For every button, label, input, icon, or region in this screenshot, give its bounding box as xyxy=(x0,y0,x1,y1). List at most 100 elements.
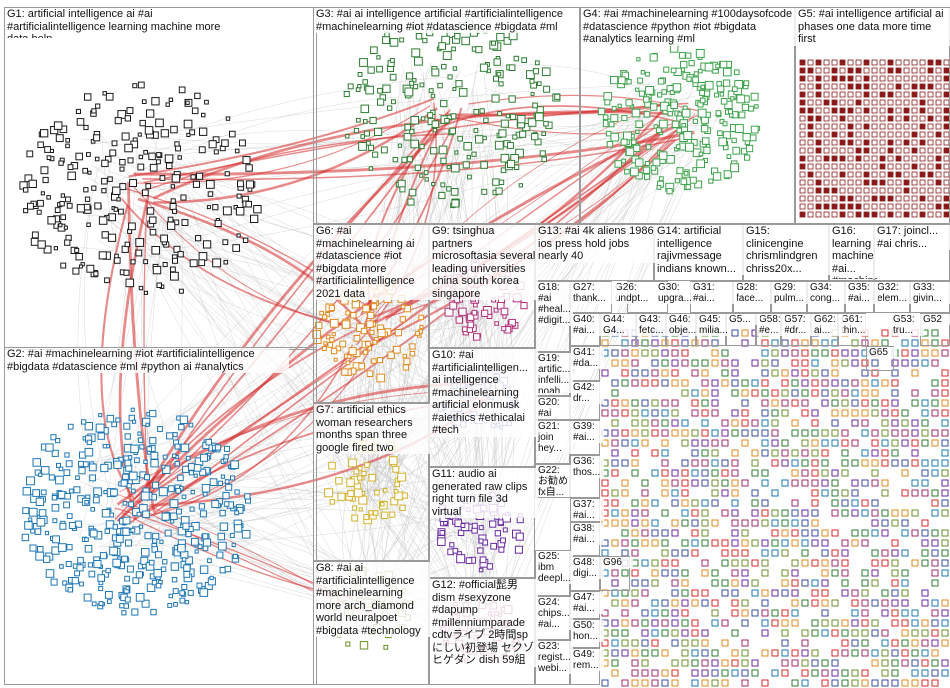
node xyxy=(400,505,405,510)
node xyxy=(816,68,821,73)
node xyxy=(922,550,928,556)
node xyxy=(190,507,194,511)
node xyxy=(742,670,748,676)
node xyxy=(122,611,126,615)
node xyxy=(722,360,728,366)
group-label-g96: G96 xyxy=(601,557,633,568)
node xyxy=(852,480,858,486)
node xyxy=(808,116,813,121)
node xyxy=(912,148,917,153)
node xyxy=(632,450,638,456)
node xyxy=(912,680,918,686)
node xyxy=(124,270,129,275)
node xyxy=(832,410,838,416)
node xyxy=(902,520,908,526)
node xyxy=(22,534,28,540)
node xyxy=(852,500,858,506)
node xyxy=(182,495,186,499)
node xyxy=(455,34,460,39)
group-label-g53: G53: tru... xyxy=(891,314,924,336)
node xyxy=(840,180,845,185)
node xyxy=(87,265,94,272)
node xyxy=(202,485,209,492)
node xyxy=(762,550,768,556)
node xyxy=(812,620,818,626)
node xyxy=(173,433,177,437)
node xyxy=(888,132,893,137)
node xyxy=(752,420,758,426)
node xyxy=(662,680,668,686)
node xyxy=(66,144,70,148)
node xyxy=(824,76,829,81)
node xyxy=(108,234,115,241)
node xyxy=(452,47,456,51)
node xyxy=(832,480,838,486)
node xyxy=(904,140,909,145)
node xyxy=(622,680,628,686)
node xyxy=(156,119,164,127)
node xyxy=(139,286,142,289)
node xyxy=(864,156,869,161)
node xyxy=(602,480,608,486)
node xyxy=(464,143,472,151)
node xyxy=(742,400,748,406)
node xyxy=(84,594,91,601)
node xyxy=(942,550,948,556)
node xyxy=(816,172,821,177)
group-label-g36: G36: thos... xyxy=(571,456,604,478)
node xyxy=(856,100,861,105)
node xyxy=(448,75,452,79)
node xyxy=(692,540,698,546)
node xyxy=(67,545,72,550)
node xyxy=(762,540,768,546)
node xyxy=(371,47,378,54)
node xyxy=(892,640,898,646)
node xyxy=(862,380,868,386)
node xyxy=(872,430,878,436)
node xyxy=(175,444,180,449)
node xyxy=(182,585,187,590)
node xyxy=(772,520,778,526)
node xyxy=(146,423,149,426)
node xyxy=(105,529,109,533)
node xyxy=(705,63,713,71)
node xyxy=(762,600,768,606)
node xyxy=(662,540,668,546)
node xyxy=(880,156,885,161)
node xyxy=(531,93,534,96)
node xyxy=(792,600,798,606)
node xyxy=(852,390,858,396)
node xyxy=(732,610,738,616)
node xyxy=(904,180,909,185)
node xyxy=(944,68,949,73)
group-label-g61: G61: thin... xyxy=(839,314,870,336)
node xyxy=(99,602,103,606)
node xyxy=(80,582,84,586)
node xyxy=(468,175,472,179)
node xyxy=(808,164,813,169)
node xyxy=(932,680,938,686)
node xyxy=(742,530,748,536)
node xyxy=(200,589,208,597)
node xyxy=(672,590,678,596)
node xyxy=(872,92,877,97)
node xyxy=(842,380,848,386)
node xyxy=(792,470,798,476)
node xyxy=(622,350,628,356)
group-label-g31: G31: #ai... xyxy=(691,282,737,304)
node xyxy=(172,577,177,582)
node xyxy=(377,56,380,59)
node xyxy=(932,500,938,506)
node xyxy=(737,95,745,103)
node xyxy=(395,482,400,487)
node xyxy=(632,420,638,426)
node xyxy=(682,590,688,596)
node xyxy=(902,680,908,686)
node xyxy=(772,370,778,376)
node xyxy=(920,148,925,153)
node xyxy=(612,430,618,436)
node xyxy=(169,594,173,598)
node xyxy=(363,350,367,354)
node xyxy=(479,526,483,530)
node xyxy=(848,76,853,81)
